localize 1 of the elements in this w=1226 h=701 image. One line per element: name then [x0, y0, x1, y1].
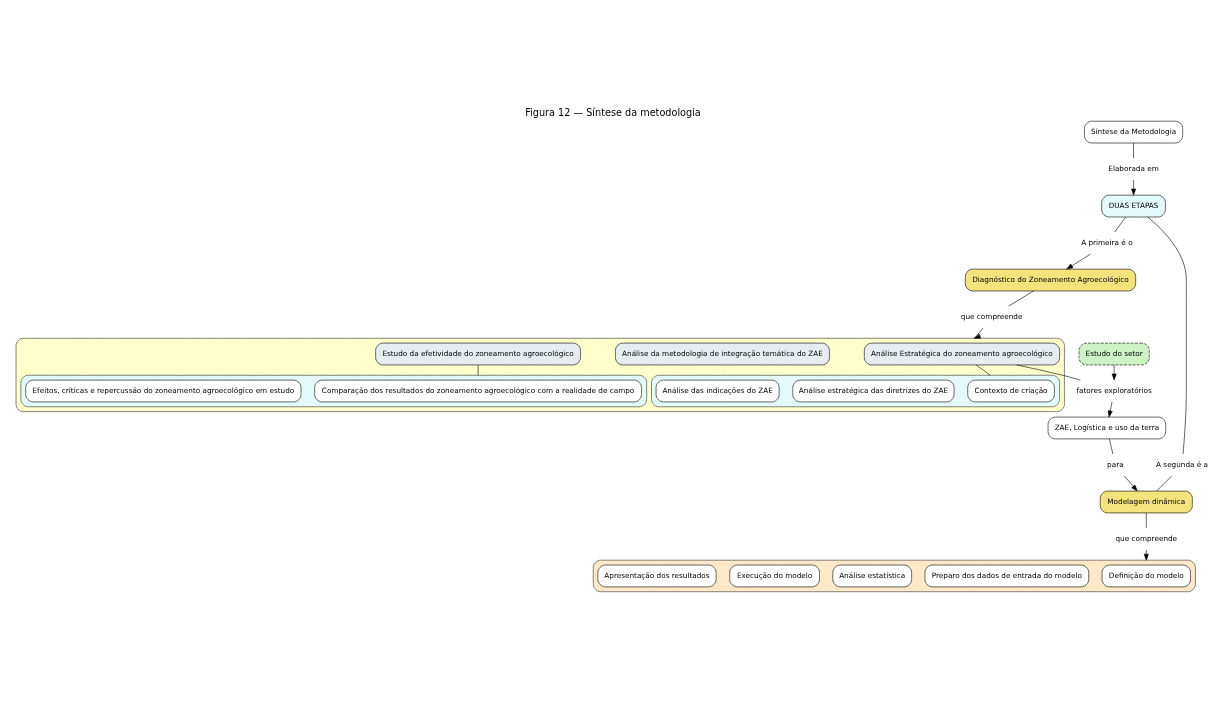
diagram-title: Figura 12 — Síntese da metodologia [525, 106, 701, 118]
